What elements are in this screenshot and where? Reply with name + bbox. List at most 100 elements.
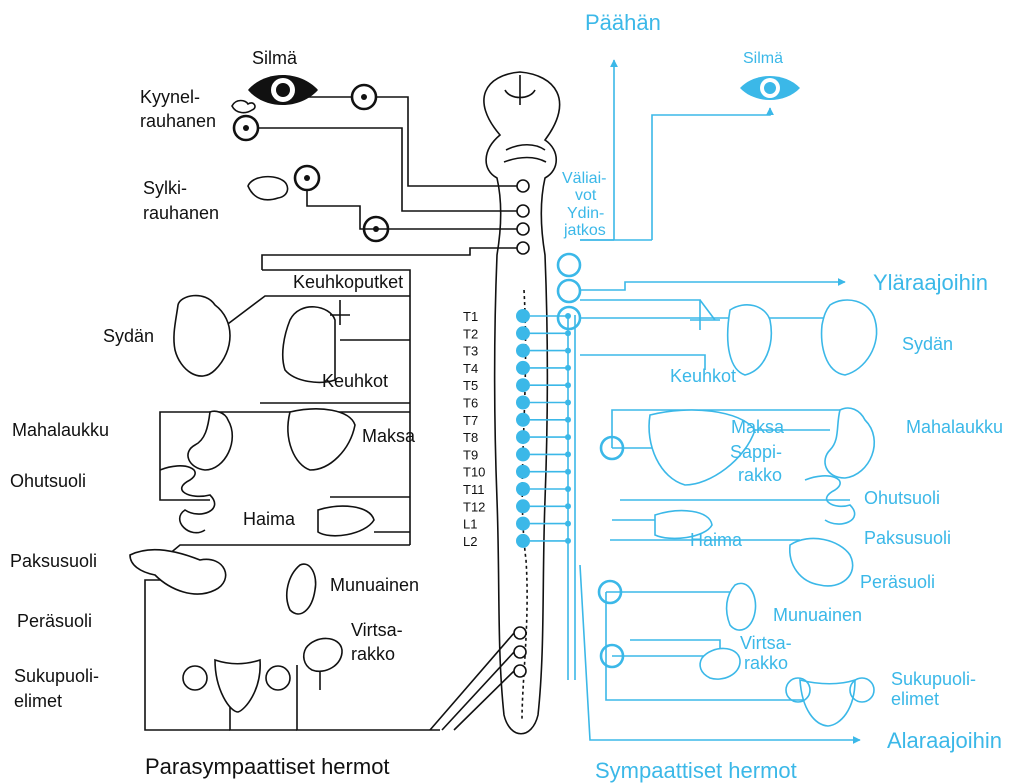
stomach-right-icon	[825, 408, 874, 478]
label-virtsarakko-right-2: rakko	[744, 653, 788, 673]
segment-neuron-t9	[516, 447, 530, 461]
lung-right-icon	[728, 305, 772, 375]
pancreas-left-icon	[318, 506, 374, 536]
label-virtsarakko-left-1: Virtsa-	[351, 620, 403, 640]
segment-neuron-t8	[516, 430, 530, 444]
label-sukupuoli-left-2: elimet	[14, 691, 62, 711]
segment-neuron-t12	[516, 499, 530, 513]
label-munuainen-right: Munuainen	[773, 605, 862, 625]
chain-node-t9	[565, 451, 571, 457]
label-maksa-right: Maksa	[731, 417, 785, 437]
chain-node-t1	[565, 313, 571, 319]
chain-node-t5	[565, 382, 571, 388]
segment-neuron-t11	[516, 482, 530, 496]
sympathetic-title: Sympaattiset hermot	[595, 758, 797, 783]
label-keuhkoputket: Keuhkoputket	[293, 272, 403, 292]
segment-neuron-t1	[516, 309, 530, 323]
chain-node-t2	[565, 330, 571, 336]
label-ohutsuoli-right: Ohutsuoli	[864, 488, 940, 508]
label-sappirakko-1: Sappi-	[730, 442, 782, 462]
chain-node-t12	[565, 503, 571, 509]
heart-left-icon	[174, 296, 230, 377]
segment-label-t5: T5	[463, 378, 478, 393]
label-sydan-right: Sydän	[902, 334, 953, 354]
sympathetic-labels: Päähän Silmä Väliai- vot Ydin- jatkos Yl…	[562, 10, 1003, 783]
label-sylki-2: rauhanen	[143, 203, 219, 223]
label-sappirakko-2: rakko	[738, 465, 782, 485]
segment-neuron-t3	[516, 344, 530, 358]
chain-node-t4	[565, 365, 571, 371]
segment-neuron-l1	[516, 517, 530, 531]
segment-label-t10: T10	[463, 465, 485, 480]
chain-node-t7	[565, 417, 571, 423]
label-munuainen-left: Munuainen	[330, 575, 419, 595]
segment-label-l1: L1	[463, 517, 477, 532]
sympathetic-pathways	[568, 60, 860, 740]
segment-neuron-t6	[516, 396, 530, 410]
label-keuhkot-right: Keuhkot	[670, 366, 736, 386]
label-haima-right: Haima	[690, 530, 743, 550]
liver-left-icon	[288, 409, 355, 470]
label-valiaivot-1: Väliai-	[562, 170, 606, 187]
segment-label-t12: T12	[463, 499, 485, 514]
label-maksa-left: Maksa	[362, 426, 416, 446]
label-paksusuoli-left: Paksusuoli	[10, 551, 97, 571]
label-ydinjatkos-1: Ydin-	[567, 205, 604, 222]
bladder-right-icon	[700, 648, 740, 679]
chain-node-t3	[565, 348, 571, 354]
segment-neuron-t2	[516, 326, 530, 340]
label-ohutsuoli-left: Ohutsuoli	[10, 471, 86, 491]
parasympathetic-organs	[130, 75, 374, 712]
sympathetic-organs	[649, 76, 877, 726]
label-sylki-1: Sylki-	[143, 178, 187, 198]
label-mahalaukku-right: Mahalaukku	[906, 417, 1003, 437]
eye-left-icon	[248, 75, 318, 105]
label-kyynel-1: Kyynel-	[140, 87, 200, 107]
heart-right-icon	[822, 300, 877, 375]
segment-neuron-t10	[516, 465, 530, 479]
parasympathetic-title: Parasympaattiset hermot	[145, 754, 390, 779]
label-mahalaukku-left: Mahalaukku	[12, 420, 109, 440]
label-haima-left: Haima	[243, 509, 296, 529]
segment-label-t11: T11	[463, 482, 484, 497]
eye-right-icon	[740, 76, 800, 100]
label-sukupuoli-right-2: elimet	[891, 689, 939, 709]
label-paksusuoli-right: Paksusuoli	[864, 528, 951, 548]
chain-node-t8	[565, 434, 571, 440]
large-intestine-right-icon	[790, 538, 853, 586]
label-perasuoli-left: Peräsuoli	[17, 611, 92, 631]
label-sukupuoli-right-1: Sukupuoli-	[891, 669, 976, 689]
segment-label-t7: T7	[463, 413, 478, 428]
parasympathetic-ganglia	[234, 85, 388, 241]
salivary-gland-icon	[248, 177, 288, 200]
label-sydan-left: Sydän	[103, 326, 154, 346]
label-virtsarakko-right-1: Virtsa-	[740, 633, 792, 653]
chain-node-t11	[565, 486, 571, 492]
chain-node-l1	[565, 521, 571, 527]
label-virtsarakko-left-2: rakko	[351, 644, 395, 664]
segment-neuron-t4	[516, 361, 530, 375]
stomach-left-icon	[188, 411, 232, 470]
segment-label-t3: T3	[463, 344, 478, 359]
segment-label-l2: L2	[463, 534, 477, 549]
segment-neuron-t5	[516, 378, 530, 392]
label-silma-left: Silmä	[252, 48, 298, 68]
label-keuhkot-left: Keuhkot	[322, 371, 388, 391]
segment-neuron-l2	[516, 534, 530, 548]
lacrimal-gland-icon	[232, 101, 255, 113]
label-paahan: Päähän	[585, 10, 661, 35]
kidney-right-icon	[727, 583, 756, 630]
chain-node-l2	[565, 538, 571, 544]
label-silma-right: Silmä	[743, 50, 783, 67]
chain-node-t10	[565, 469, 571, 475]
segment-label-t8: T8	[463, 430, 478, 445]
label-kyynel-2: rauhanen	[140, 111, 216, 131]
label-ydinjatkos-2: jatkos	[563, 222, 606, 239]
segment-label-t6: T6	[463, 396, 478, 411]
segment-label-t2: T2	[463, 326, 478, 341]
segment-neuron-t7	[516, 413, 530, 427]
label-ylaraajoihin: Yläraajoihin	[873, 270, 988, 295]
label-perasuoli-right: Peräsuoli	[860, 572, 935, 592]
bladder-left-icon	[304, 638, 342, 671]
